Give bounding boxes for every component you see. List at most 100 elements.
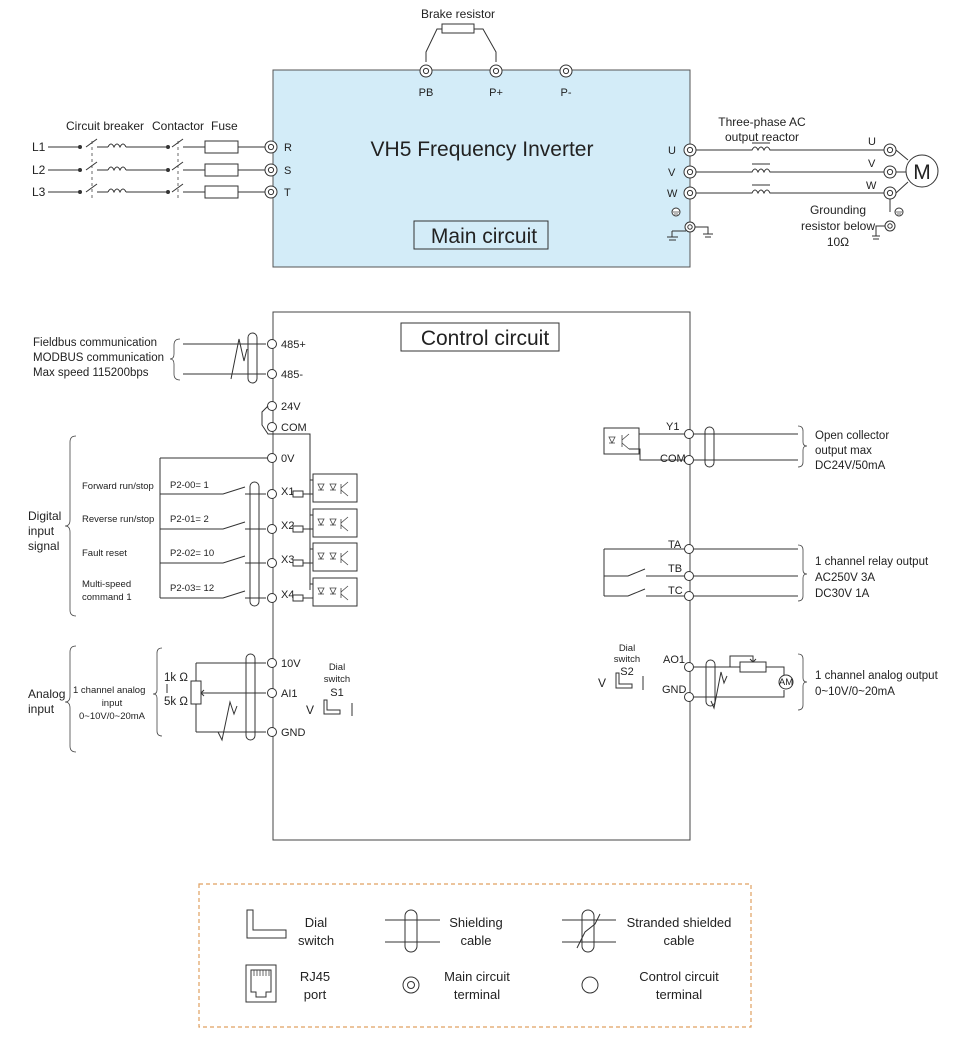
relay-contacts <box>603 548 684 597</box>
terminal-x2[interactable] <box>267 524 277 534</box>
terminal-ai1-label: AI1 <box>281 688 298 700</box>
reactor-label-2: output reactor <box>725 130 799 144</box>
main-circuit-box <box>272 69 691 268</box>
inverter-title: VH5 Frequency Inverter <box>371 138 594 161</box>
main-circuit-section: Brake resistor PB P+ P- VH5 Frequency In… <box>32 7 939 268</box>
terminal-0v-label: 0V <box>281 453 295 465</box>
output-potentiometer <box>729 655 785 676</box>
dial-switch-s2[interactable] <box>615 672 633 689</box>
shielding-cable-legend-icon <box>385 909 440 953</box>
terminal-24v[interactable] <box>267 401 277 411</box>
relay-desc-3: DC30V 1A <box>815 588 870 600</box>
terminal-x4-label: X4 <box>281 589 294 601</box>
digital-shield-symbol <box>249 481 260 607</box>
terminal-x4[interactable] <box>267 593 277 603</box>
legend: Dial switch Shielding cable Stranded shi… <box>198 883 752 1028</box>
digital-input-x2: Reverse run/stop P2-01= 2 X2 <box>82 508 358 538</box>
motor-label: M <box>913 161 931 184</box>
rj45-legend-icon <box>245 964 277 1003</box>
optocoupler-x3 <box>312 542 358 572</box>
ammeter-am: AM <box>778 674 794 690</box>
potentiometer <box>190 663 210 732</box>
terminal-tc-label: TC <box>668 585 683 597</box>
terminal-gnd-in[interactable] <box>267 727 277 737</box>
terminal-p-plus[interactable] <box>489 64 503 78</box>
terminal-s-label: S <box>284 165 291 177</box>
output-reactor <box>696 142 884 195</box>
digital-group-2: input <box>28 524 55 538</box>
legend-shield-2: cable <box>460 933 491 948</box>
analog-shield-symbol <box>245 653 256 741</box>
ao-desc-1: 1 channel analog output <box>815 670 939 682</box>
grounding-label-2: resistor below <box>801 219 875 233</box>
comm-line-3: Max speed 115200bps <box>33 367 149 379</box>
dial-s2-2: switch <box>614 654 640 665</box>
terminal-tb[interactable] <box>684 571 694 581</box>
out-u-label: U <box>668 145 676 157</box>
terminal-s[interactable] <box>264 163 278 177</box>
motor-ground-icon <box>894 207 904 217</box>
dial-s1-v: V <box>306 703 314 717</box>
main-circuit-label: Main circuit <box>431 225 537 248</box>
legend-control-terminal-2: terminal <box>656 987 702 1002</box>
x1-param: P2-00= 1 <box>170 480 209 491</box>
x3-param: P2-02= 10 <box>170 548 214 559</box>
p-plus-label: P+ <box>489 87 503 99</box>
digital-group-1: Digital <box>28 509 61 523</box>
terminal-x1[interactable] <box>267 489 277 499</box>
terminal-u[interactable] <box>683 143 697 157</box>
reactor-label-1: Three-phase AC <box>718 115 806 129</box>
terminal-y1[interactable] <box>684 429 694 439</box>
terminal-x2-label: X2 <box>281 520 294 532</box>
dial-switch-s1[interactable] <box>323 699 341 715</box>
inverter-ground-terminal[interactable] <box>684 221 696 233</box>
input-line-l2: L2 S <box>32 161 291 177</box>
legend-rj45-1: RJ45 <box>300 969 330 984</box>
terminal-485-plus[interactable] <box>267 339 277 349</box>
terminal-com-label: COM <box>281 422 307 434</box>
terminal-gnd-out[interactable] <box>684 692 694 702</box>
digital-input-x3: Fault reset P2-02= 10 X3 <box>82 542 358 572</box>
terminal-10v[interactable] <box>267 658 277 668</box>
pb-label: PB <box>419 87 434 99</box>
terminal-ta[interactable] <box>684 544 694 554</box>
terminal-x1-label: X1 <box>281 486 294 498</box>
x1-function: Forward run/stop <box>82 481 154 492</box>
x4-param: P2-03= 12 <box>170 583 214 594</box>
ao-shield-symbol <box>705 659 716 707</box>
terminal-r[interactable] <box>264 140 278 154</box>
terminal-gnd-out-label: GND <box>662 684 687 696</box>
terminal-485-minus-label: 485- <box>281 369 303 381</box>
out-w-label: W <box>667 188 678 200</box>
legend-dial-2: switch <box>298 933 334 948</box>
terminal-p-minus[interactable] <box>559 64 573 78</box>
terminal-com[interactable] <box>267 422 277 432</box>
terminal-tc[interactable] <box>684 591 694 601</box>
terminal-w[interactable] <box>683 186 697 200</box>
dial-s2-3: S2 <box>620 666 633 678</box>
line-l2-label: L2 <box>32 163 46 177</box>
terminal-com-out[interactable] <box>684 455 694 465</box>
line-l1-label: L1 <box>32 140 46 154</box>
terminal-x3[interactable] <box>267 558 277 568</box>
analog-desc-3: 0~10V/0~20mA <box>79 711 146 722</box>
contactor-label: Contactor <box>152 119 204 133</box>
relay-desc-2: AC250V 3A <box>815 572 875 584</box>
terminal-0v[interactable] <box>267 453 277 463</box>
digital-input-x4: Multi-speed command 1 P2-03= 12 X4 <box>82 577 358 607</box>
motor-w-label: W <box>866 180 877 192</box>
terminal-v[interactable] <box>683 165 697 179</box>
terminal-ao1[interactable] <box>684 662 694 672</box>
x4-function: Multi-speed <box>82 579 131 590</box>
terminal-485-minus[interactable] <box>267 369 277 379</box>
terminal-pb[interactable] <box>419 64 433 78</box>
motor-u-label: U <box>868 136 876 148</box>
terminal-t[interactable] <box>264 185 278 199</box>
input-line-l1: L1 R <box>32 138 292 154</box>
terminal-x3-label: X3 <box>281 554 294 566</box>
terminal-ai1[interactable] <box>267 688 277 698</box>
line-l3-label: L3 <box>32 185 46 199</box>
digital-group-3: signal <box>28 539 59 553</box>
inverter-ground-icon <box>671 207 681 217</box>
